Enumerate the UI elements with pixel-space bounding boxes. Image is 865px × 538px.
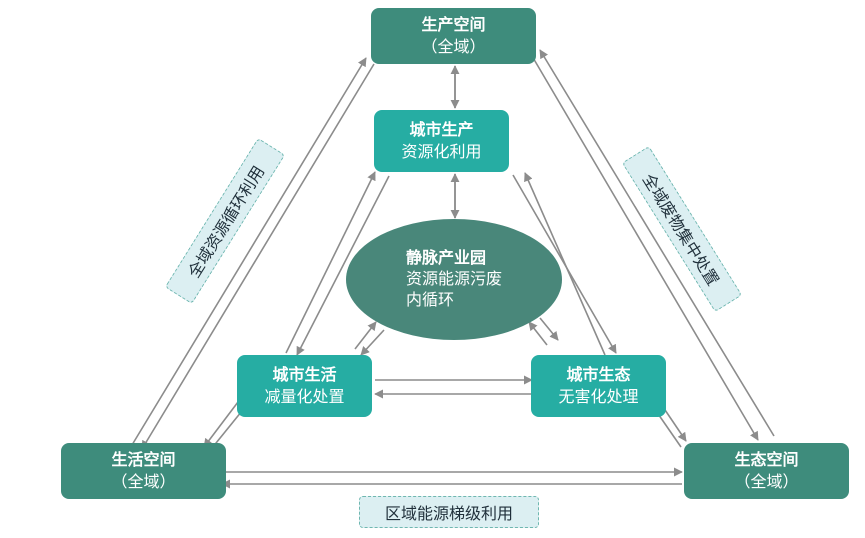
node-ecological-space-subtitle: （全域） xyxy=(734,472,799,491)
arrow-urban-living-to-living-space xyxy=(203,401,239,448)
arrow-prod-to-living-left-2 xyxy=(141,63,375,450)
node-ecological-space: 生态空间 （全域） xyxy=(684,443,849,499)
arrow-park-to-urban-ecology xyxy=(539,317,559,341)
node-living-space-subtitle: （全域） xyxy=(111,472,176,491)
node-production-space: 生产空间 （全域） xyxy=(371,8,536,64)
arrow-eco-to-prod-right-2 xyxy=(539,49,775,437)
arrow-urban-living-to-urban-prod xyxy=(285,171,376,354)
node-urban-living-subtitle: 减量化处置 xyxy=(264,387,345,406)
node-urban-living-title: 城市生活 xyxy=(272,365,337,385)
node-production-space-subtitle: （全域） xyxy=(421,37,486,56)
node-urban-production-title: 城市生产 xyxy=(409,120,474,140)
node-eco-industrial-park: 静脉产业园 资源能源污废 内循环 xyxy=(346,219,562,340)
eco-park-line2: 资源能源污废 xyxy=(405,269,502,289)
node-urban-ecology-title: 城市生态 xyxy=(566,365,631,385)
node-production-space-title: 生产空间 xyxy=(421,15,486,35)
node-ecological-space-title: 生态空间 xyxy=(734,450,799,470)
node-urban-ecology: 城市生态 无害化处理 xyxy=(531,355,666,417)
label-bottom-side: 区域能源梯级利用 xyxy=(359,496,539,528)
arrow-urban-living-to-park xyxy=(354,321,377,350)
node-urban-production-subtitle: 资源化利用 xyxy=(401,142,482,161)
label-bottom-side-text: 区域能源梯级利用 xyxy=(384,504,513,523)
arrow-urban-prod-to-urban-living xyxy=(296,175,390,356)
node-urban-ecology-subtitle: 无害化处理 xyxy=(558,387,639,406)
eco-park-line3: 内循环 xyxy=(405,289,454,309)
node-living-space: 生活空间 （全域） xyxy=(61,443,226,499)
arrow-prod-to-eco-right-1 xyxy=(531,55,759,441)
arrow-park-to-urban-living xyxy=(360,329,385,356)
arrow-urban-ecology-to-park xyxy=(528,321,548,346)
node-urban-production: 城市生产 资源化利用 xyxy=(374,110,509,172)
arrow-urban-ecology-to-urban-prod xyxy=(524,172,606,356)
arrow-living-to-prod-left-1 xyxy=(131,57,367,446)
eco-park-line1: 静脉产业园 xyxy=(405,248,486,268)
node-urban-living: 城市生活 减量化处置 xyxy=(237,355,372,417)
node-living-space-title: 生活空间 xyxy=(111,450,176,470)
